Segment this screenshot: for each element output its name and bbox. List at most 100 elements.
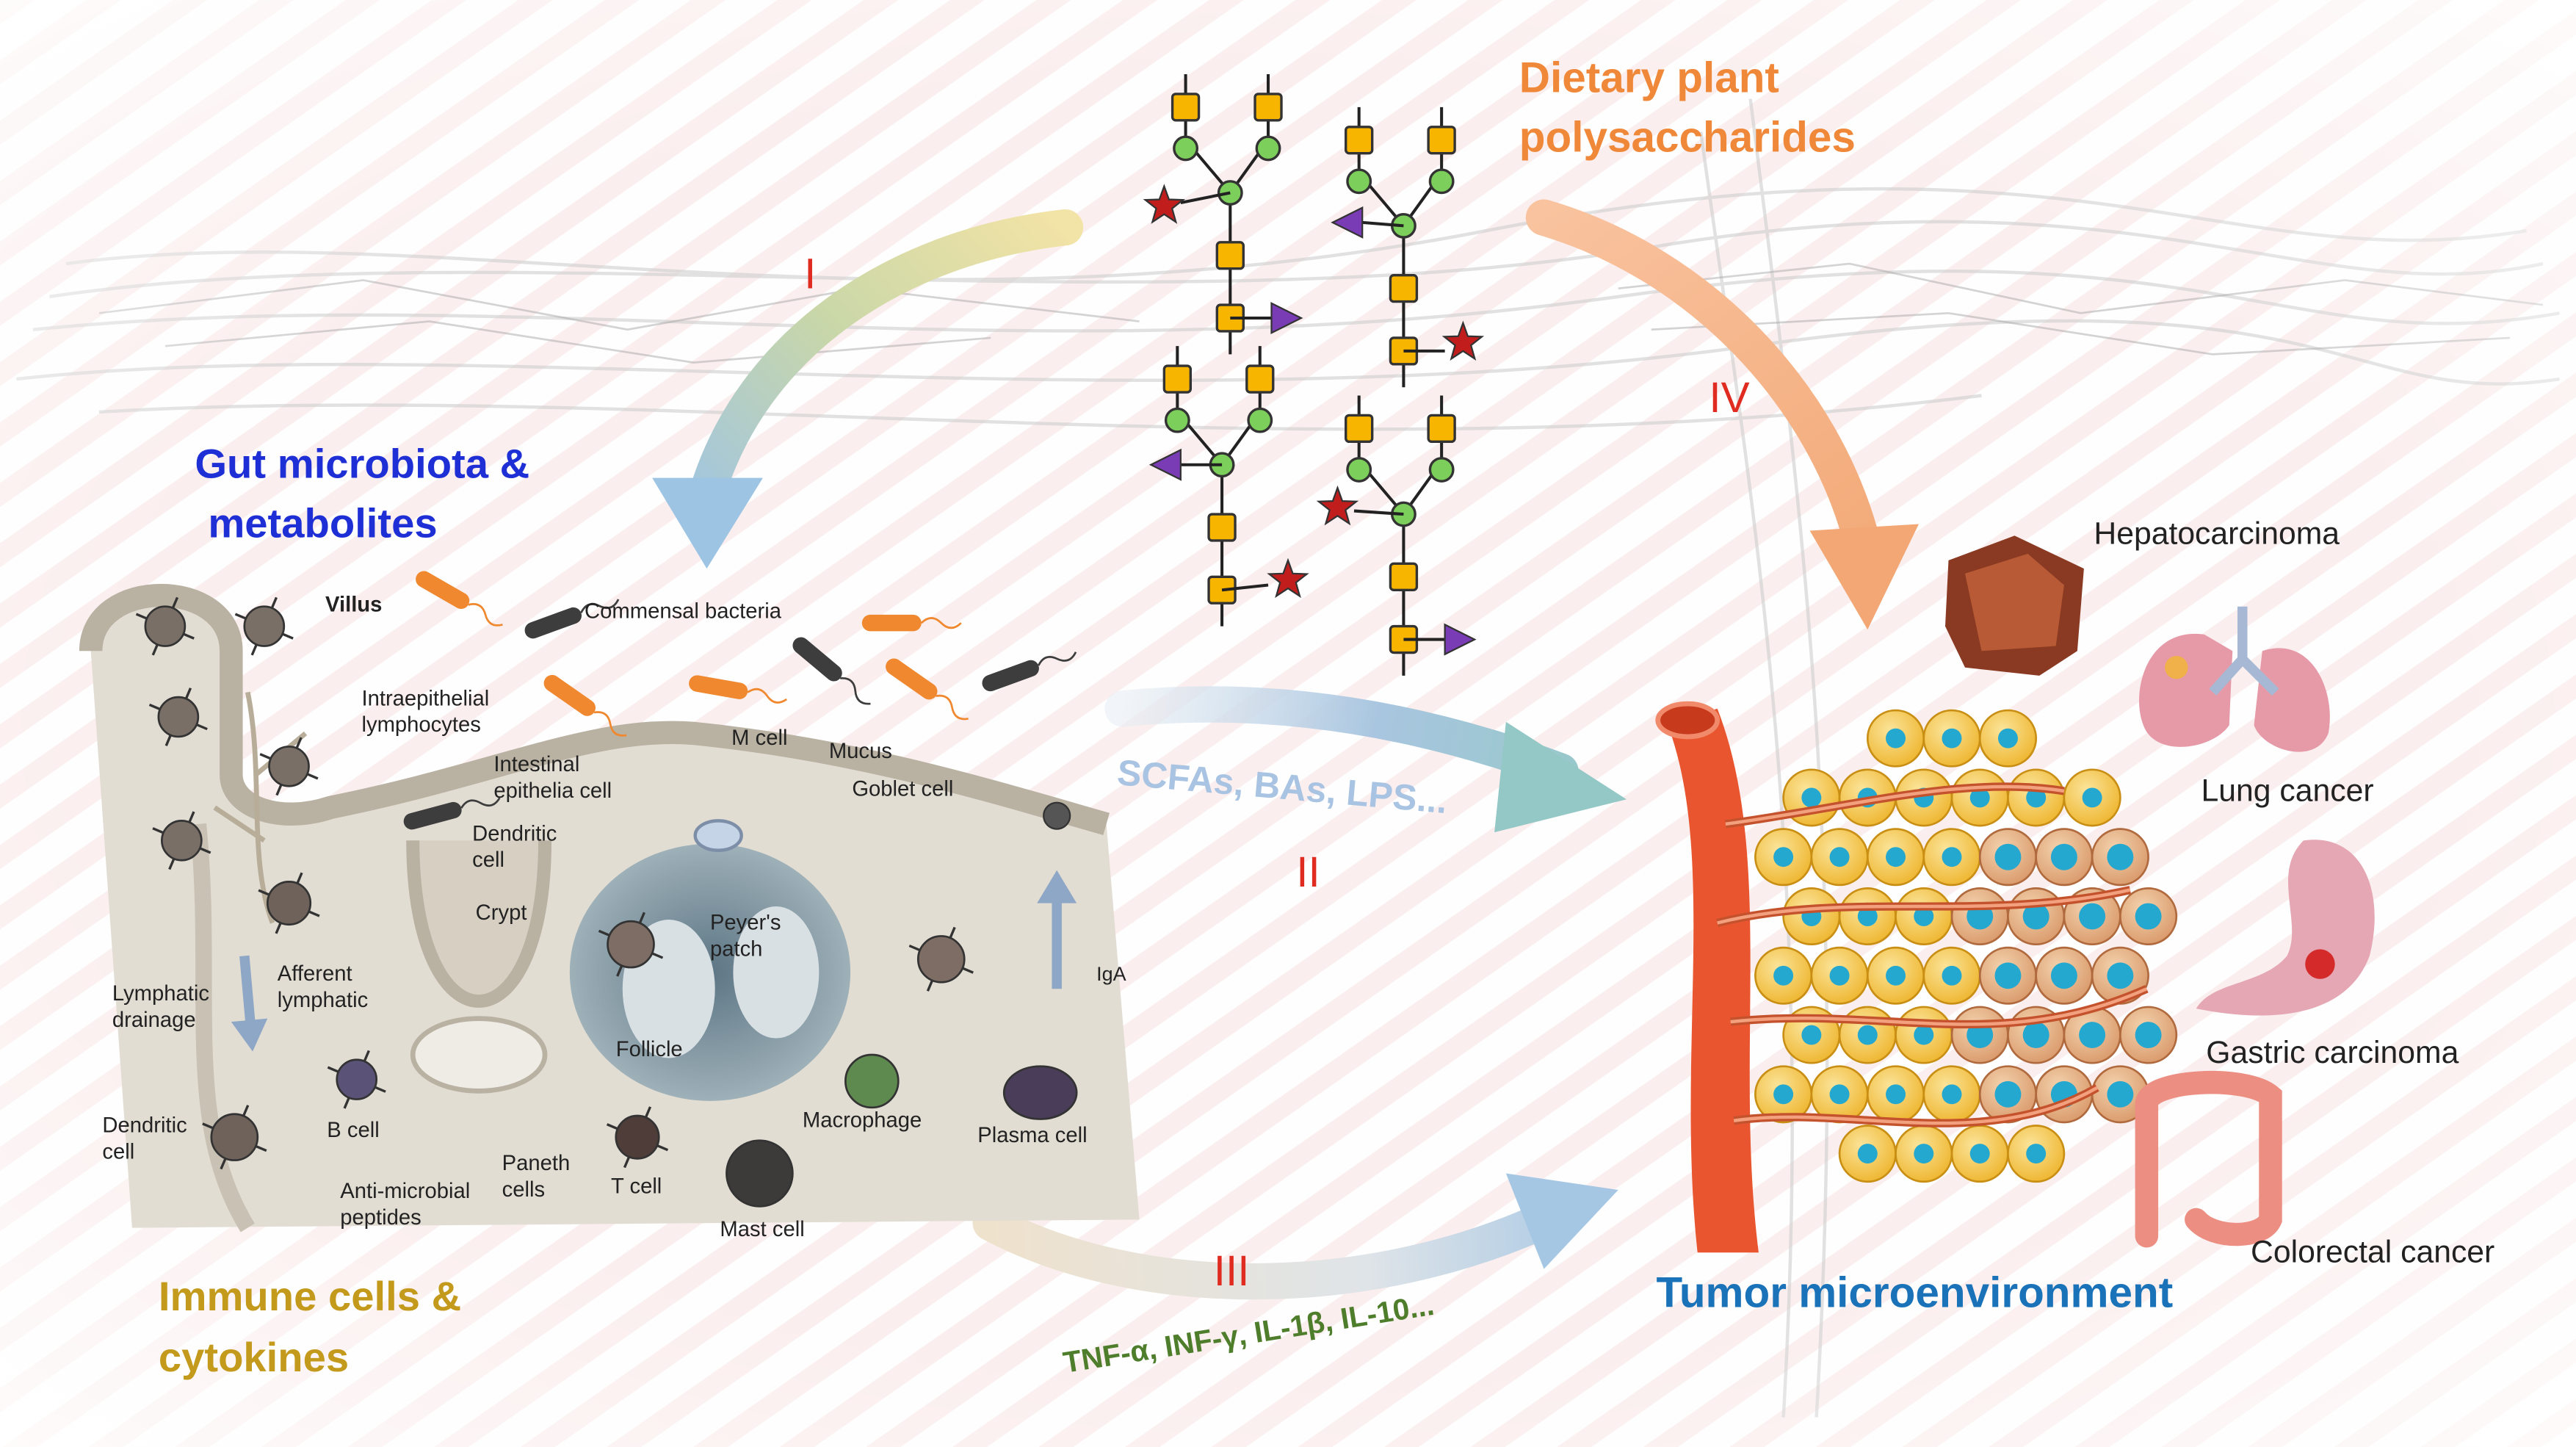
- cell-nucleus: [1829, 1084, 1850, 1105]
- cell-nucleus: [1914, 1144, 1934, 1164]
- cell-nucleus: [1914, 906, 1934, 926]
- label-b-cell: B cell: [327, 1119, 379, 1142]
- dendritic-cell-patch: [607, 920, 655, 969]
- bacterium-flagellum: [460, 797, 501, 809]
- cell-nucleus: [1994, 1080, 2022, 1108]
- dendritic-cell-lamina-receptor: [949, 926, 956, 939]
- bacterium-body: [792, 637, 842, 682]
- intraepithelial-lymphocyte-receptor: [188, 811, 195, 823]
- label-peyer-line2: patch: [710, 937, 762, 961]
- intraepithelial-lymphocyte-receptor: [152, 827, 164, 834]
- bacterium: [982, 652, 1077, 692]
- tumor-illustration: [1655, 701, 2178, 1253]
- dendritic-cell-drainage: [210, 1113, 259, 1161]
- cell-nucleus: [2107, 1080, 2134, 1108]
- macrophage: [844, 1053, 900, 1109]
- sialic-triangle: [1270, 302, 1303, 335]
- intraepithelial-lymphocyte: [161, 820, 203, 862]
- bacterium: [403, 797, 501, 830]
- arrow-iii: [972, 1198, 1571, 1300]
- dendritic-cell-lamina: [916, 935, 966, 984]
- label-peyer-line1: Peyer's: [710, 911, 781, 934]
- dietary-title-line1: Dietary plant: [1519, 54, 1779, 102]
- label-lymphatic-line1: Lymphatic: [112, 982, 209, 1006]
- intraepithelial-lymphocyte-receptor: [275, 784, 283, 796]
- intraepithelial-lymphocyte-receptor: [196, 723, 208, 731]
- dietary-title-line2: polysaccharides: [1519, 113, 1856, 161]
- follicle-right: [733, 906, 820, 1039]
- dendritic-cell-villus-receptor: [258, 889, 270, 896]
- glycosidic-bond: [1221, 583, 1269, 592]
- cell-nucleus: [1773, 965, 1794, 986]
- cell-nucleus: [1886, 1084, 1906, 1105]
- bacterium: [689, 675, 787, 704]
- pathway-ii-label: II: [1296, 848, 1320, 896]
- arrow-iv: [1525, 199, 1881, 563]
- lymphatic-vessel: [189, 823, 255, 1233]
- t-cell-receptor: [656, 1144, 669, 1152]
- cell-nucleus: [1857, 906, 1878, 926]
- intraepithelial-lymphocyte-receptor: [199, 847, 211, 854]
- bacterium: [886, 658, 969, 721]
- cell-nucleus: [2082, 787, 2102, 808]
- bacterium-body: [982, 660, 1039, 692]
- dendritic-cell-lamina-receptor: [962, 967, 974, 974]
- bacterium-flagellum: [936, 694, 969, 721]
- label-dendritic-line1: Dendritic: [472, 822, 557, 845]
- label-antimicrobial-line2: peptides: [340, 1206, 421, 1230]
- cell-nucleus: [1994, 962, 2022, 989]
- bacterium-flagellum: [1038, 652, 1077, 666]
- bacterium: [524, 599, 620, 639]
- organ-lung: [2139, 606, 2330, 752]
- organ-stomach: [2196, 840, 2375, 1016]
- glucose-square: [1162, 364, 1193, 394]
- glucose-square: [1345, 414, 1374, 444]
- cell-nucleus: [1886, 965, 1906, 986]
- intraepithelial-lymphocyte-receptor: [281, 632, 294, 640]
- lymph-flow-arrowhead: [231, 1018, 268, 1052]
- intraepithelial-lymphocyte-receptor: [306, 773, 319, 780]
- blood-vessel-opening: [1655, 701, 1721, 740]
- glycosidic-bond: [1362, 220, 1404, 228]
- label-plasma-cell: Plasma cell: [977, 1124, 1087, 1147]
- gut-epithelium: [79, 583, 1110, 835]
- arrow-ii-head: [1494, 721, 1627, 833]
- glucose-square: [1171, 93, 1201, 122]
- dendritic-cell-villus-receptor: [296, 872, 303, 884]
- organ-colon: [2135, 1071, 2282, 1248]
- dendritic-cell-patch-receptor: [598, 929, 610, 937]
- gut-illustration: [79, 571, 1140, 1233]
- cell-nucleus: [1886, 728, 1906, 748]
- cell-nucleus: [2079, 903, 2106, 930]
- label-iel-line2: lymphocytes: [361, 713, 480, 737]
- label-mast-cell: Mast cell: [720, 1218, 804, 1241]
- cell-nucleus: [1773, 1084, 1794, 1105]
- label-afferent-line1: Afferent: [278, 962, 352, 986]
- glucose-square: [1215, 241, 1245, 270]
- plasma-cell: [1002, 1065, 1078, 1120]
- lymph-flow-arrow: [239, 955, 256, 1031]
- label-intestinal-line1: Intestinal: [493, 753, 579, 776]
- cell-nucleus: [1942, 728, 1962, 748]
- cell-nucleus: [1997, 728, 2018, 748]
- cell-nucleus: [1942, 847, 1962, 867]
- label-mucus: Mucus: [829, 740, 892, 763]
- dendritic-cell-patch-receptor: [651, 952, 664, 959]
- cell-nucleus: [2079, 1022, 2106, 1049]
- glucose-square: [1427, 414, 1456, 444]
- glucose-square: [1427, 126, 1456, 155]
- bacterium-body: [524, 607, 582, 639]
- cancer-lung: Lung cancer: [2201, 773, 2374, 808]
- bacterium: [543, 674, 627, 737]
- paneth-cells-shape: [410, 1016, 548, 1094]
- dendritic-cell-villus: [266, 881, 312, 926]
- label-paneth-line2: cells: [502, 1178, 545, 1202]
- label-goblet-cell: Goblet cell: [852, 778, 953, 801]
- cell-nucleus: [1829, 847, 1850, 867]
- cell-nucleus: [2135, 903, 2162, 930]
- intraepithelial-lymphocyte-receptor: [164, 735, 172, 746]
- bacterium-body: [403, 801, 462, 830]
- pathway-iv-label: IV: [1709, 374, 1749, 422]
- cell-nucleus: [1801, 787, 1822, 808]
- intraepithelial-lymphocyte-receptor: [295, 737, 303, 749]
